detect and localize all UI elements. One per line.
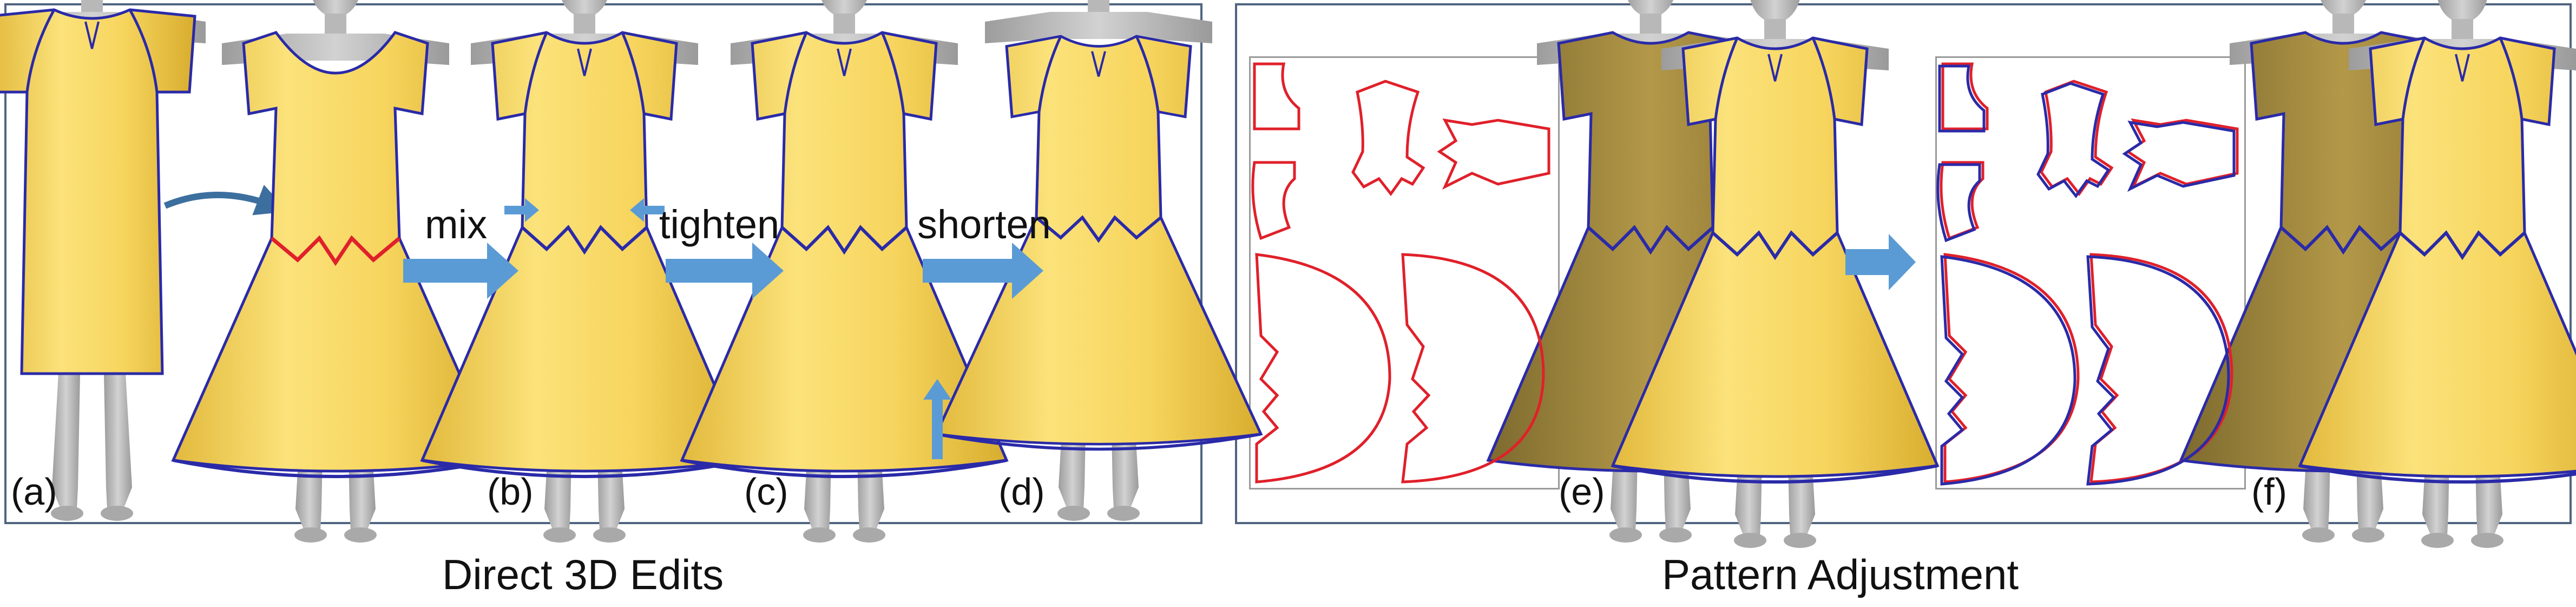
operation-arrows (403, 198, 1043, 459)
pattern-pieces-adjusted-red (1940, 62, 2239, 484)
label-f: (f) (2251, 471, 2288, 513)
pattern-pieces-original (1251, 62, 1550, 484)
caption-pattern-adjustment: Pattern Adjustment (1662, 551, 2019, 598)
label-d: (d) (998, 471, 1045, 513)
label-b: (b) (487, 471, 534, 513)
figure-a (0, 0, 206, 521)
pattern-pieces-adjusted-blue (1936, 64, 2236, 486)
label-e: (e) (1559, 471, 1605, 513)
curved-arrow (163, 185, 289, 216)
label-a: (a) (11, 471, 57, 513)
caption-direct-edits: Direct 3D Edits (442, 551, 724, 598)
label-c: (c) (744, 471, 788, 513)
op-tighten: tighten (659, 202, 780, 247)
op-mix: mix (425, 202, 488, 247)
op-shorten: shorten (917, 202, 1051, 247)
adjust-arrow (1845, 234, 1916, 290)
